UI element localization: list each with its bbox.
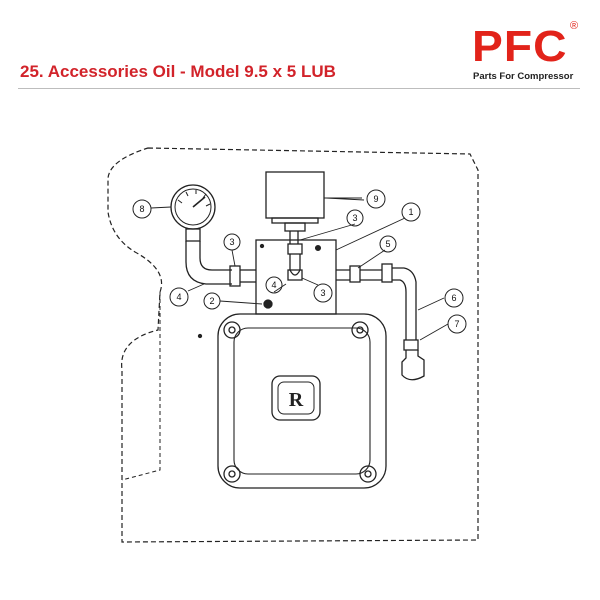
pfc-logo: PFC ® Parts For Compressor xyxy=(468,20,588,86)
logo-wordmark: PFC xyxy=(472,22,568,71)
nut-left xyxy=(229,265,241,287)
callout-2: 2 xyxy=(209,296,214,306)
callout-3-top: 3 xyxy=(352,213,357,223)
callout-8: 8 xyxy=(139,204,144,214)
callout-4-left: 4 xyxy=(176,292,181,302)
callout-5: 5 xyxy=(385,239,390,249)
cover-emblem: R xyxy=(289,389,304,411)
callout-1: 1 xyxy=(408,207,413,217)
callout-6: 6 xyxy=(451,293,456,303)
callout-circles xyxy=(132,189,467,334)
stray-dot xyxy=(197,333,203,339)
callout-9: 9 xyxy=(373,194,378,204)
callout-3-block: 3 xyxy=(320,288,325,298)
leader-lines xyxy=(150,197,449,341)
callout-7: 7 xyxy=(454,319,459,329)
title-divider xyxy=(18,88,580,89)
pressure-gauge xyxy=(170,184,216,262)
callout-3-left: 3 xyxy=(229,237,234,247)
elbow-fitting xyxy=(185,257,232,285)
housing-inner-edge xyxy=(121,292,161,481)
callout-4-block: 4 xyxy=(271,280,276,290)
logo-tagline: Parts For Compressor xyxy=(473,71,574,82)
nut-right-1 xyxy=(349,265,361,283)
housing-outline xyxy=(107,147,479,543)
cover-plate xyxy=(217,313,387,489)
nut-right-2 xyxy=(381,263,393,283)
motor-box xyxy=(265,171,362,232)
oil-cup xyxy=(401,339,425,381)
registered-mark: ® xyxy=(570,20,579,32)
page-title: 25. Accessories Oil - Model 9.5 x 5 LUB xyxy=(20,62,336,81)
oil-pipe xyxy=(336,267,417,340)
